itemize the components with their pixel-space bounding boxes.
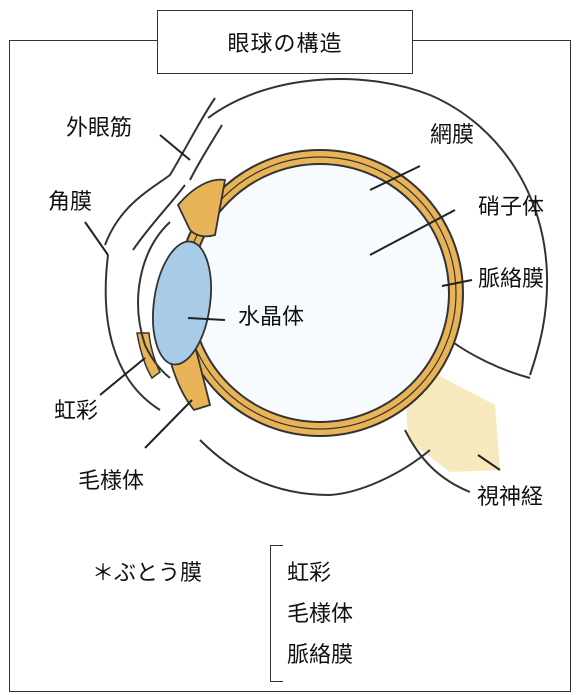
label-choroid: 脈絡膜 xyxy=(478,269,544,291)
label-ciliary-body: 毛様体 xyxy=(78,471,144,493)
leader-ciliary xyxy=(145,400,192,448)
uvea-bracket xyxy=(270,545,283,682)
uvea-item-choroid: 脈絡膜 xyxy=(287,645,353,667)
label-optic-nerve: 視神経 xyxy=(477,487,543,509)
optic-sheath-upper xyxy=(450,340,530,378)
uvea-item-ciliary: 毛様体 xyxy=(287,604,353,626)
uvea-item-iris: 虹彩 xyxy=(287,563,331,585)
label-lens: 水晶体 xyxy=(238,307,304,329)
label-vitreous: 硝子体 xyxy=(478,197,544,219)
label-cornea: 角膜 xyxy=(48,192,92,214)
leader-cornea xyxy=(85,222,108,255)
label-retina: 網膜 xyxy=(430,125,474,147)
label-extraocular-muscle: 外眼筋 xyxy=(66,118,132,140)
leader-iris xyxy=(100,358,145,395)
eyeball-inner xyxy=(191,164,449,422)
uvea-note-heading: ＊ぶとう膜 xyxy=(92,563,202,585)
label-iris: 虹彩 xyxy=(54,401,98,423)
